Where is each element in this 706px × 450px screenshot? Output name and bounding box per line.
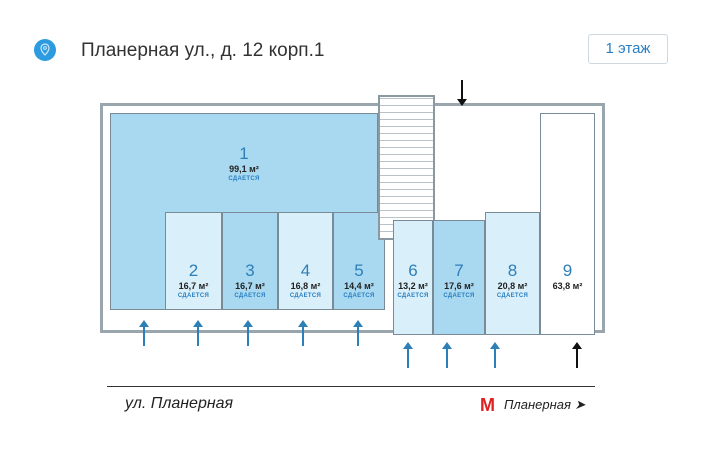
entrance-arrow-down-icon [461, 80, 463, 104]
unit-number: 2 [188, 261, 199, 280]
unit-area: 14,4 м² [344, 281, 374, 291]
entrance-arrow-icon [403, 342, 413, 368]
unit-area: 99,1 м² [229, 164, 259, 174]
unit-status: СДАЕТСЯ [177, 293, 210, 299]
unit-area: 16,7 м² [235, 281, 265, 291]
entrance-arrow-icon [353, 320, 363, 346]
floor-selector-button[interactable]: 1 этаж [588, 34, 668, 64]
unit-area: 16,7 м² [178, 281, 209, 291]
unit-status: СДАЕТСЯ [234, 293, 266, 299]
location-pin-icon [34, 39, 56, 61]
unit-number: 6 [408, 261, 418, 280]
address-title: Планерная ул., д. 12 корп.1 [81, 40, 325, 61]
unit-status: СДАЕТСЯ [289, 293, 322, 299]
unit-number: 1 [239, 144, 249, 163]
entrance-arrow-icon [298, 320, 308, 346]
unit-number: 5 [354, 261, 364, 280]
unit-area: 63,8 м² [552, 281, 583, 291]
unit-number: 9 [562, 261, 573, 280]
unit-area: 16,8 м² [290, 281, 321, 291]
building-outline [100, 103, 605, 333]
unit-number: 3 [245, 261, 255, 280]
unit-number: 8 [507, 261, 518, 280]
unit-number: 4 [300, 261, 311, 280]
street-line [107, 386, 595, 387]
unit-status: СДАЕТСЯ [343, 293, 375, 299]
unit-number: 7 [454, 261, 464, 280]
unit-area: 20,8 м² [497, 281, 528, 291]
street-label: ул. Планерная [125, 395, 234, 412]
entrance-arrow-icon [139, 320, 149, 346]
entrance-arrow-icon [442, 342, 452, 368]
unit-status: СДАЕТСЯ [228, 176, 260, 182]
entrance-arrow-icon [193, 320, 203, 346]
unit-area: 17,6 м² [444, 281, 474, 291]
stairwell [378, 95, 435, 240]
unit-status: СДАЕТСЯ [443, 293, 475, 299]
unit-area: 13,2 м² [398, 281, 428, 291]
entrance-arrow-icon [243, 320, 253, 346]
entrance-arrow-icon [490, 342, 500, 368]
metro-icon: М [480, 395, 495, 415]
unit-status: СДАЕТСЯ [496, 293, 529, 299]
metro-station-label: Планерная ➤ [504, 397, 586, 412]
entrance-arrow-icon [572, 342, 582, 368]
unit-status: СДАЕТСЯ [397, 293, 429, 299]
